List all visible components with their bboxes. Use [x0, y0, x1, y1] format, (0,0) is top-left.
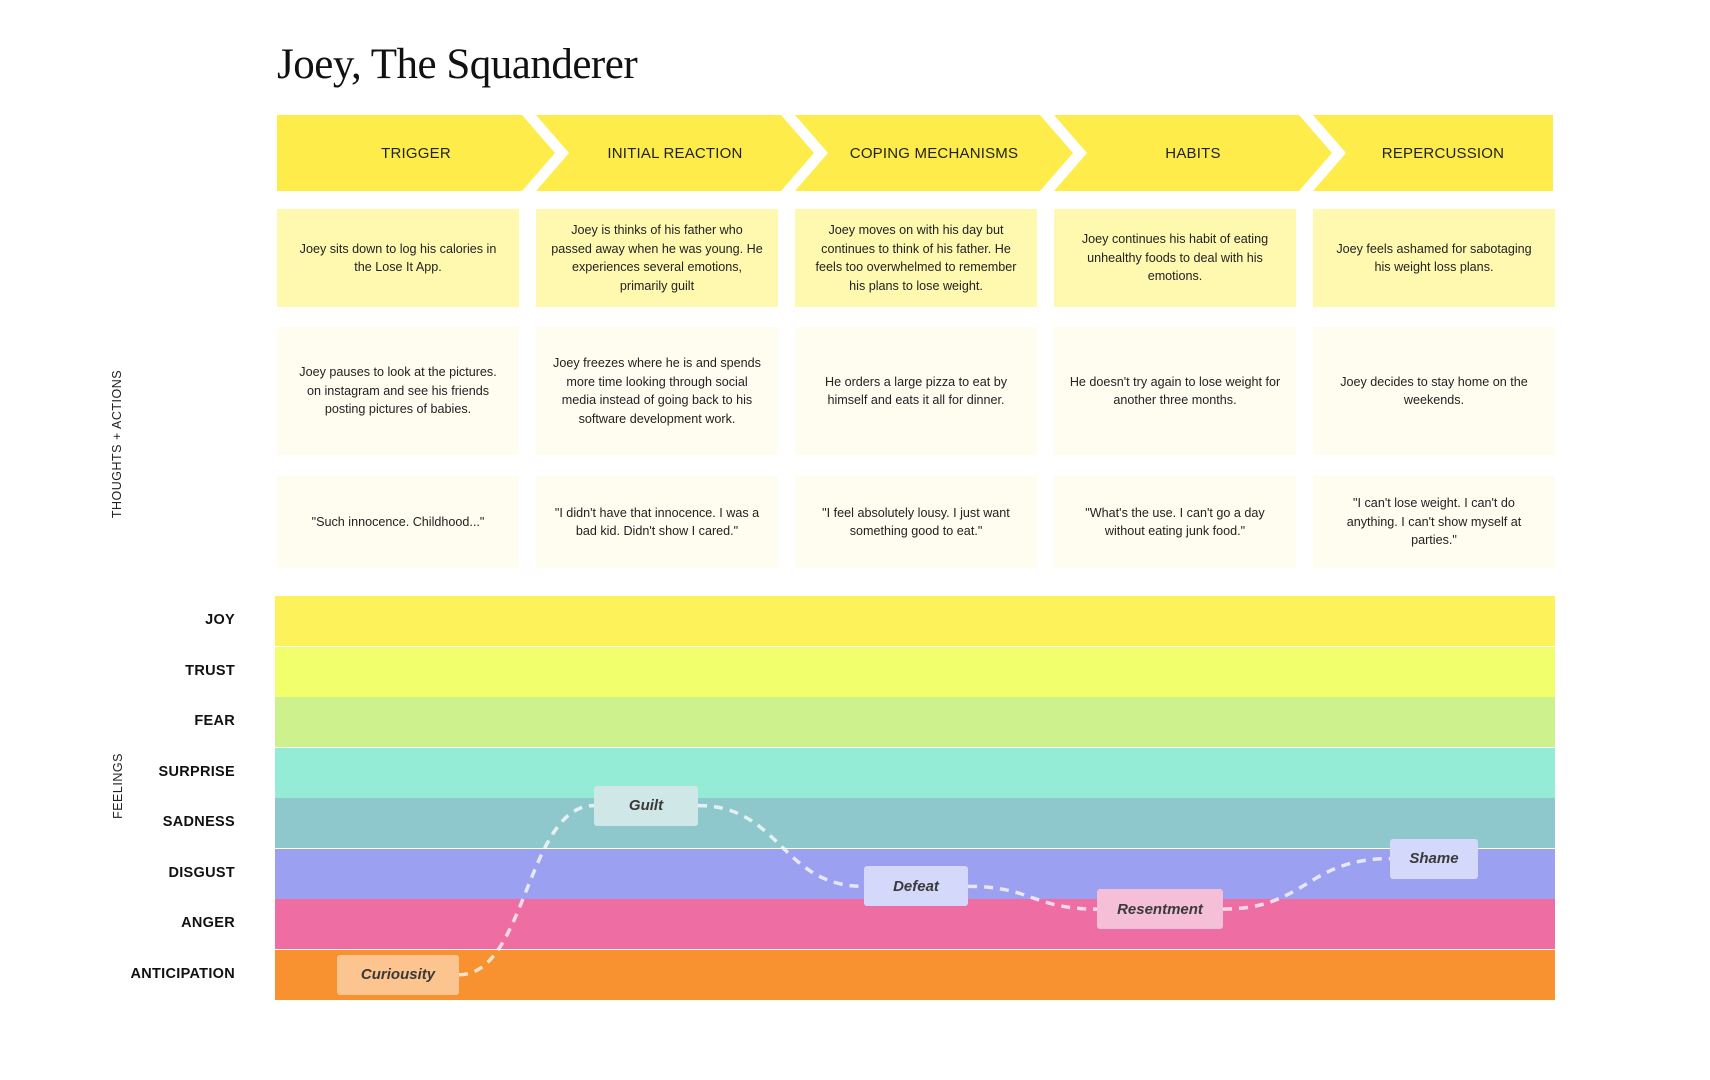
page-title: Joey, The Squanderer [277, 41, 638, 88]
stage-coping-mechanisms: COPING MECHANISMS [795, 115, 1073, 191]
emotion-band-surprise [275, 747, 1555, 798]
thought-card: "Such innocence. Childhood..." [277, 476, 519, 568]
thought-card: "I didn't have that innocence. I was a b… [536, 476, 778, 568]
stage-trigger: TRIGGER [277, 115, 555, 191]
emotion-band-trust [275, 646, 1555, 697]
emotion-label: FEAR [194, 713, 235, 729]
feeling-tag-shame: Shame [1390, 838, 1478, 879]
action-card: He doesn't try again to lose weight for … [1054, 327, 1296, 455]
emotion-band-anticipation [275, 949, 1555, 1000]
feeling-tag-curiousity: Curiousity [337, 954, 459, 995]
situation-card: Joey is thinks of his father who passed … [536, 209, 778, 307]
thought-card: "I can't lose weight. I can't do anythin… [1313, 476, 1555, 568]
emotion-label: JOY [205, 612, 235, 628]
thought-card: "What's the use. I can't go a day withou… [1054, 476, 1296, 568]
action-card: He orders a large pizza to eat by himsel… [795, 327, 1037, 455]
feeling-tag-guilt: Guilt [594, 785, 698, 826]
emotion-band-anger [275, 899, 1555, 949]
emotion-label: DISGUST [168, 864, 235, 881]
action-card: Joey pauses to look at the pictures. on … [277, 327, 519, 455]
emotion-band-joy [275, 596, 1555, 646]
emotion-label: TRUST [185, 662, 235, 679]
situation-card: Joey feels ashamed for sabotaging his we… [1313, 209, 1555, 307]
stage-label: INITIAL REACTION [607, 144, 743, 162]
situation-card: Joey moves on with his day but continues… [795, 209, 1037, 307]
stage-initial-reaction: INITIAL REACTION [536, 115, 814, 191]
situation-card: Joey continues his habit of eating unhea… [1054, 209, 1296, 307]
action-card: Joey decides to stay home on the weekend… [1313, 327, 1555, 455]
action-card: Joey freezes where he is and spends more… [536, 327, 778, 455]
feelings-path-line [458, 803, 1391, 977]
emotion-band-sadness [275, 798, 1555, 848]
emotion-label: SADNESS [162, 814, 235, 830]
stage-label: COPING MECHANISMS [849, 144, 1019, 162]
stage-label: TRIGGER [381, 144, 451, 162]
feeling-tag-resentment: Resentment [1097, 889, 1223, 930]
stage-label: HABITS [1165, 144, 1221, 162]
stage-habits: HABITS [1054, 115, 1332, 191]
emotion-label: ANGER [181, 915, 235, 931]
stage-label: REPERCUSSION [1381, 144, 1505, 162]
emotion-label: SURPRISE [158, 763, 235, 780]
thought-card: "I feel absolutely lousy. I just want so… [795, 476, 1037, 568]
situation-card: Joey sits down to log his calories in th… [277, 209, 519, 307]
emotion-label: ANTICIPATION [130, 965, 235, 982]
emotion-band-fear [275, 697, 1555, 747]
stage-repercussion: REPERCUSSION [1313, 115, 1553, 191]
feeling-tag-defeat: Defeat [864, 866, 968, 907]
